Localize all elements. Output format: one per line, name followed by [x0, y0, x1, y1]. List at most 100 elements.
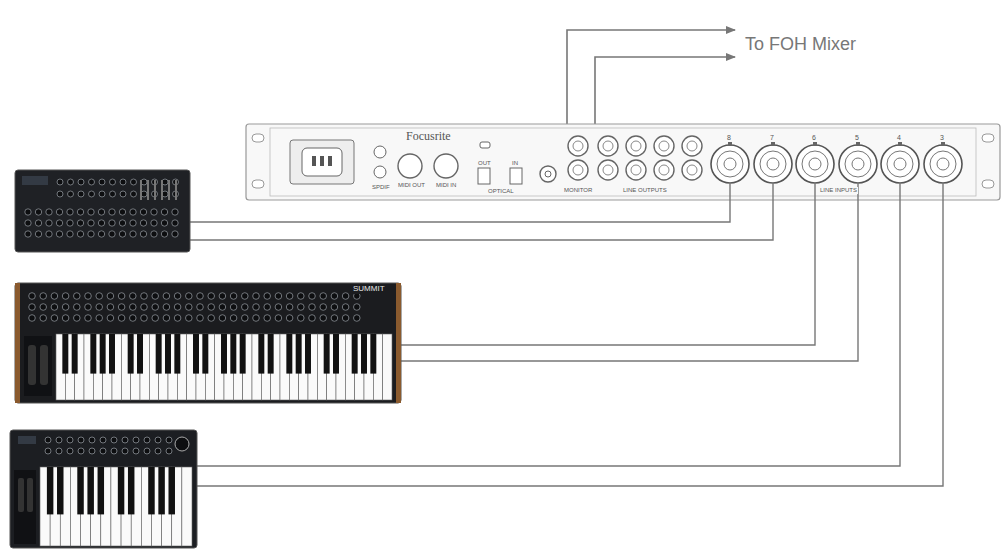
knob	[67, 209, 73, 215]
jack-socket	[568, 136, 588, 156]
black-key	[137, 334, 143, 374]
black-key	[158, 467, 164, 514]
knob	[109, 231, 115, 237]
knob	[331, 304, 338, 311]
knob	[67, 220, 73, 226]
knob	[45, 437, 51, 443]
knob	[275, 304, 282, 311]
knob	[172, 220, 178, 226]
jack-socket	[682, 136, 702, 156]
combo-latch	[728, 142, 732, 146]
knob	[110, 191, 116, 197]
keyboard-synth	[10, 430, 197, 548]
jack-socket	[626, 136, 646, 156]
knob	[51, 315, 58, 322]
knob	[155, 448, 161, 454]
combo-input	[839, 145, 877, 183]
black-key	[202, 334, 208, 374]
knob	[342, 315, 349, 322]
knob	[98, 220, 104, 226]
knob	[219, 315, 226, 322]
jack-hole	[659, 165, 669, 175]
knob	[57, 179, 63, 185]
knob	[25, 220, 31, 226]
knob	[68, 191, 74, 197]
wheel-well	[14, 470, 36, 544]
knob	[152, 304, 159, 311]
jack-hole	[687, 165, 697, 175]
knob	[68, 179, 74, 185]
knob	[74, 293, 81, 300]
jack-hole	[687, 141, 697, 151]
knob	[130, 231, 136, 237]
jack-hole	[603, 141, 613, 151]
rack-slot	[982, 180, 994, 188]
knob	[77, 209, 83, 215]
knob	[320, 293, 327, 300]
black-key	[98, 467, 104, 514]
combo-input	[796, 145, 834, 183]
knob	[88, 220, 94, 226]
knob	[35, 209, 41, 215]
black-key	[109, 334, 115, 374]
black-key	[47, 467, 53, 514]
black-key	[87, 467, 93, 514]
knob	[100, 437, 106, 443]
knob	[133, 448, 139, 454]
knob	[309, 304, 316, 311]
audio-cable	[400, 183, 858, 361]
knob	[298, 315, 305, 322]
knob	[230, 293, 237, 300]
midi-out-port	[398, 154, 422, 178]
jack-socket	[682, 160, 702, 180]
knob	[151, 231, 157, 237]
black-key	[240, 334, 246, 374]
knob	[85, 315, 92, 322]
fader	[140, 180, 142, 200]
fader	[147, 180, 149, 200]
combo-latch	[771, 142, 775, 146]
knob	[174, 293, 181, 300]
bnc-pin	[545, 171, 551, 177]
knob	[253, 293, 260, 300]
combo-input	[881, 145, 919, 183]
port-label: IN	[512, 160, 518, 167]
black-key	[286, 334, 292, 374]
white-key	[383, 334, 392, 400]
knob	[62, 304, 69, 311]
knob	[78, 448, 84, 454]
knob	[88, 209, 94, 215]
black-key	[174, 334, 180, 374]
knob	[298, 293, 305, 300]
combo-input	[754, 145, 792, 183]
combo-latch	[898, 142, 902, 146]
model-name: SUMMIT	[352, 285, 386, 294]
channel-number: 5	[855, 134, 859, 142]
knob	[118, 293, 125, 300]
knob	[88, 231, 94, 237]
knob	[98, 209, 104, 215]
knob	[141, 315, 148, 322]
knob	[111, 448, 117, 454]
knob	[133, 437, 139, 443]
knob	[166, 448, 172, 454]
white-key	[182, 467, 192, 546]
rack-slot	[252, 180, 264, 188]
knob	[130, 315, 137, 322]
knob	[89, 179, 95, 185]
knob	[78, 437, 84, 443]
mod-wheel	[27, 478, 33, 512]
knob	[35, 220, 41, 226]
knob	[208, 293, 215, 300]
black-key	[333, 334, 339, 374]
knob	[140, 231, 146, 237]
black-key	[370, 334, 376, 374]
mod-wheel	[40, 345, 48, 385]
knob	[85, 304, 92, 311]
knob	[144, 448, 150, 454]
knob	[242, 293, 249, 300]
knob	[89, 448, 95, 454]
knob	[78, 179, 84, 185]
jack-hole	[603, 165, 613, 175]
